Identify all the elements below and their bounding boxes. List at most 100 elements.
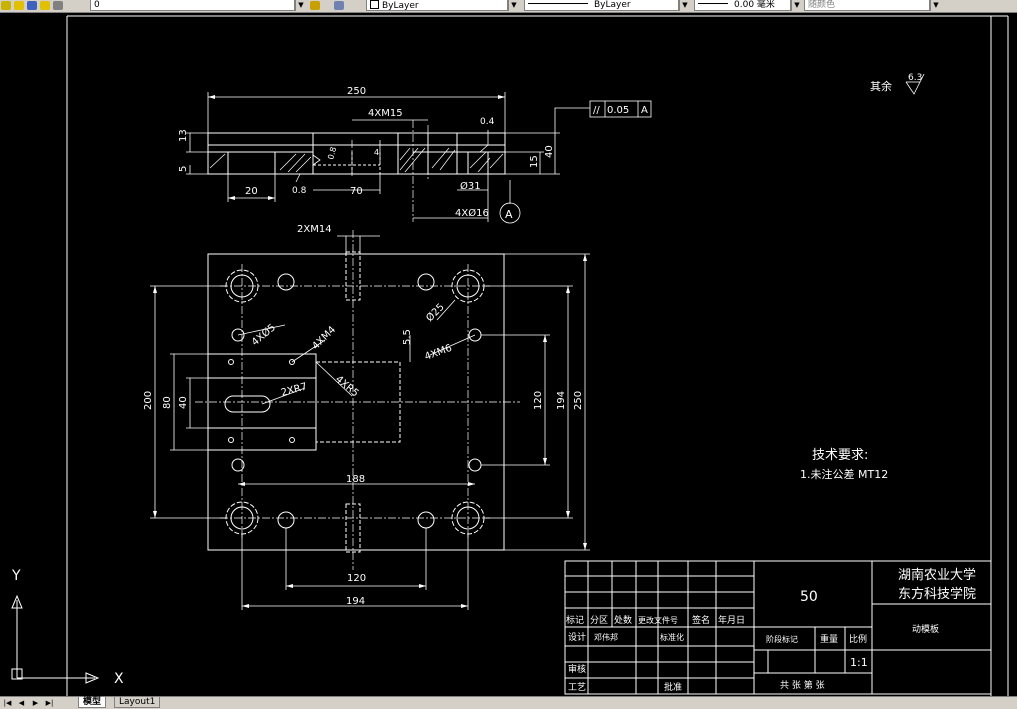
tb-row-label-2: 分区 [590,615,608,626]
dimension-arrows [153,95,587,608]
tb-design: 设计 [568,631,586,643]
dim-120h: 120 [347,573,366,584]
dim-120v: 120 [533,391,544,410]
dim-2xr7: 2XR7 [280,381,308,398]
ucs-x-label: X [114,671,124,687]
dim-4: 4 [374,148,379,157]
dim-d31: Ø31 [460,180,481,192]
linetype-value: ByLayer [594,0,631,10]
plan-dimension-lines [150,235,590,610]
gdt-datum-ref: A [641,105,648,116]
dim-4xd5: 4XØ5 [249,321,278,348]
datum-letter: A [505,208,513,221]
dim-250v: 250 [573,391,584,410]
last-tab-icon[interactable]: ▶| [45,699,54,707]
tech-requirements-item: 1.未注公差 MT12 [800,467,888,481]
tab-layout1[interactable]: Layout1 [114,697,161,708]
dim-4xm4: 4XM4 [310,324,338,352]
dim-194v: 194 [556,391,567,410]
layer-dropdown[interactable]: 0 [90,0,295,11]
prev-tab-icon[interactable]: ◀ [18,699,25,707]
tb-stage-mark: 阶段标记 [766,634,798,644]
dim-70: 70 [350,186,363,197]
model-space-canvas[interactable]: 250 4XM15 13 5 20 0.8 70 4 0.8 0.4 Ø31 4… [0,12,1017,696]
color-value: ByLayer [382,1,419,11]
ucs-y-label: Y [11,568,21,584]
dim-4xm15: 4XM15 [368,108,403,119]
tb-standardization: 标准化 [660,632,684,642]
tb-process: 工艺 [568,682,586,693]
cad-drawing[interactable]: 250 4XM15 13 5 20 0.8 70 4 0.8 0.4 Ø31 4… [0,12,1017,696]
tb-row-label-4: 更改文件号 [638,615,678,625]
datum-symbol: A [499,202,521,224]
color-swatch-icon[interactable] [53,1,63,10]
dim-0-8: 0.8 [292,186,307,196]
technical-requirements: 技术要求: 1.未注公差 MT12 [800,448,888,481]
linetype-dropdown[interactable]: ByLayer [524,0,679,11]
lock-icon[interactable] [27,1,37,10]
lineweight-preview [698,3,728,4]
dim-0-4: 0.4 [480,117,495,127]
dim-250: 250 [347,86,366,97]
make-current-layer-icon[interactable] [310,1,320,10]
school-name-line1: 湖南农业大学 [898,567,976,583]
tab-model[interactable]: 模型 [78,697,107,708]
layer-previous-icon[interactable] [334,1,344,10]
part-number: 50 [800,589,818,605]
dim-40: 40 [544,145,555,158]
tb-row-label-5: 签名 [692,614,710,626]
color-dropdown[interactable]: ByLayer [366,0,508,11]
tb-review: 审核 [568,663,586,675]
tb-design-sign: 邓伟邦 [594,632,618,642]
section-dimension-lines [186,92,590,222]
chevron-down-icon[interactable]: ▼ [295,0,306,11]
school-name-line2: 东方科技学院 [898,586,976,602]
color-swatch [370,0,379,9]
section-centerlines [351,120,429,222]
dim-200: 200 [143,391,154,410]
freeze-icon[interactable] [40,1,50,10]
dim-2xm14: 2XM14 [297,224,332,235]
tb-approve: 批准 [664,681,682,693]
sun-icon[interactable] [14,1,24,10]
roughness-value: 6.3 [908,73,922,83]
linetype-preview [528,3,588,4]
next-tab-icon[interactable]: ▶ [32,699,39,707]
title-block-text: 湖南农业大学 东方科技学院 50 动模板 标记 分区 处数 更改文件号 签名 年… [566,567,976,693]
roughness-label: 其余 [870,79,892,93]
tb-scale: 1:1 [850,656,868,669]
roughness-note: 其余 6.3 [870,73,925,95]
tech-requirements-title: 技术要求: [812,448,868,463]
lineweight-dropdown[interactable]: 0.00 毫米 [694,0,791,11]
lineweight-value: 0.00 毫米 [734,0,775,10]
ucs-icon: Y X [11,568,124,687]
first-tab-icon[interactable]: |◀ [3,699,12,707]
gdt-tolerance: 0.05 [607,105,629,116]
tb-row-label-6: 年月日 [718,614,745,626]
dim-13: 13 [178,129,189,142]
layout-tab-bar: |◀ ◀ ▶ ▶| 模型 Layout1 [0,696,1017,709]
dim-d25: Ø25 [424,301,447,324]
chevron-down-icon[interactable]: ▼ [508,0,519,11]
properties-toolbar: 0 ▼ ByLayer ▼ ByLayer ▼ 0.00 毫米 ▼ 随颜色 ▼ [0,0,1017,13]
tb-weight: 重量 [820,633,838,645]
dim-4xm6: 4XM6 [423,343,453,363]
dim-5: 5 [178,166,189,172]
plotstyle-dropdown[interactable]: 随颜色 [804,0,930,11]
tb-sheet: 共 张 第 张 [780,679,825,691]
section-dimension-text: 250 4XM15 13 5 20 0.8 70 4 0.8 0.4 Ø31 4… [178,86,555,219]
dim-194h: 194 [346,596,365,607]
tb-ratio: 比例 [849,633,867,645]
chevron-down-icon[interactable]: ▼ [679,0,690,11]
section-view [207,132,506,175]
layer-state-icon[interactable] [1,1,11,10]
chevron-down-icon[interactable]: ▼ [791,0,802,11]
dim-15: 15 [529,155,540,168]
dim-4xd16: 4XØ16 [455,207,489,219]
gdt-parallel-symbol: // [593,105,600,116]
dim-4xr5: 4XR5 [333,374,360,399]
tb-row-label-1: 标记 [566,614,584,626]
dim-20: 20 [245,186,258,197]
chevron-down-icon[interactable]: ▼ [930,0,941,11]
part-name: 动模板 [912,623,939,635]
